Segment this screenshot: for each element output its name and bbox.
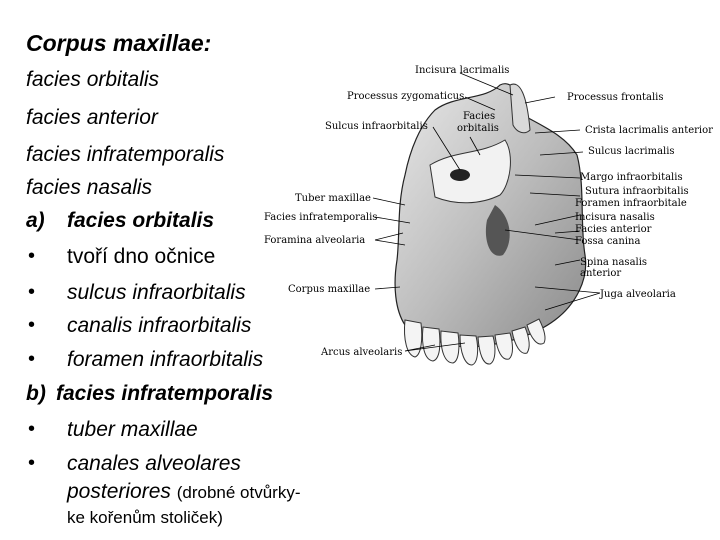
face-item: facies orbitalis	[26, 68, 160, 91]
list-item: canales alveolares	[67, 452, 241, 475]
maxilla-illustration: Incisura lacrimalis Processus zygomaticu…	[264, 65, 713, 366]
label-foramen-infraorbitale: Foramen infraorbitale	[575, 198, 687, 209]
orbital-surface-shape	[429, 139, 511, 204]
frontal-process-shape	[509, 83, 531, 134]
section-a-marker: a)	[26, 209, 45, 232]
page-title: Corpus maxillae:	[26, 30, 212, 56]
label-processus-frontalis: Processus frontalis	[567, 92, 664, 103]
foramen-shape	[450, 169, 470, 181]
face-item: facies infratemporalis	[26, 143, 225, 166]
label-facies-orbitalis-1: Facies	[463, 111, 495, 122]
list-item: foramen infraorbitalis	[67, 348, 264, 371]
note-text-2: ke kořenům stoliček)	[67, 508, 223, 527]
label-crista-lacrimalis: Crista lacrimalis anterior	[585, 125, 713, 136]
bullet: •	[28, 348, 36, 370]
label-fossa-canina: Fossa canina	[575, 236, 640, 247]
label-arcus-alveolaris: Arcus alveolaris	[320, 347, 402, 358]
list-item: sulcus infraorbitalis	[67, 281, 246, 304]
label-sulcus-infraorbitalis: Sulcus infraorbitalis	[325, 121, 428, 132]
fossa-shape	[485, 205, 510, 256]
label-spina-nasalis-2: anterior	[580, 268, 621, 279]
bullet: •	[28, 418, 36, 440]
list-item: tvoří dno očnice	[67, 245, 216, 268]
section-b-heading: facies infratemporalis	[56, 382, 274, 405]
bullet: •	[28, 245, 36, 267]
label-tuber-maxillae: Tuber maxillae	[295, 193, 371, 204]
continuation-text: posteriores	[67, 480, 171, 503]
label-facies-infratemporalis: Facies infratemporalis	[264, 212, 377, 223]
label-juga-alveolaria: Juga alveolaria	[599, 289, 676, 300]
leader-lines	[372, 72, 601, 352]
list-item: canalis infraorbitalis	[67, 314, 252, 337]
list-item-continuation: posteriores (drobné otvůrky-	[67, 480, 301, 504]
bullet: •	[28, 281, 36, 303]
face-item: facies nasalis	[26, 176, 153, 199]
face-item: facies anterior	[26, 106, 158, 129]
bullet: •	[28, 314, 36, 336]
section-b-marker: b)	[26, 382, 46, 405]
label-processus-zygomaticus: Processus zygomaticus	[347, 91, 464, 102]
label-margo-infraorbitalis: Margo infraorbitalis	[580, 172, 683, 183]
teeth	[404, 318, 546, 366]
list-item: tuber maxillae	[67, 418, 198, 441]
label-incisura-lacrimalis: Incisura lacrimalis	[415, 65, 509, 76]
bullet: •	[28, 452, 36, 474]
label-spina-nasalis-1: Spina nasalis	[580, 257, 647, 268]
label-sulcus-lacrimalis: Sulcus lacrimalis	[588, 146, 675, 157]
label-corpus-maxillae: Corpus maxillae	[288, 284, 370, 295]
note-text: (drobné otvůrky-	[176, 483, 301, 502]
label-incisura-nasalis: Incisura nasalis	[575, 212, 655, 223]
label-foramina-alveolaria: Foramina alveolaria	[264, 235, 365, 246]
section-a-heading: facies orbitalis	[67, 209, 215, 232]
label-facies-anterior: Facies anterior	[575, 224, 652, 235]
label-sutura-infraorbitalis: Sutura infraorbitalis	[585, 186, 689, 197]
label-facies-orbitalis-2: orbitalis	[457, 123, 499, 134]
